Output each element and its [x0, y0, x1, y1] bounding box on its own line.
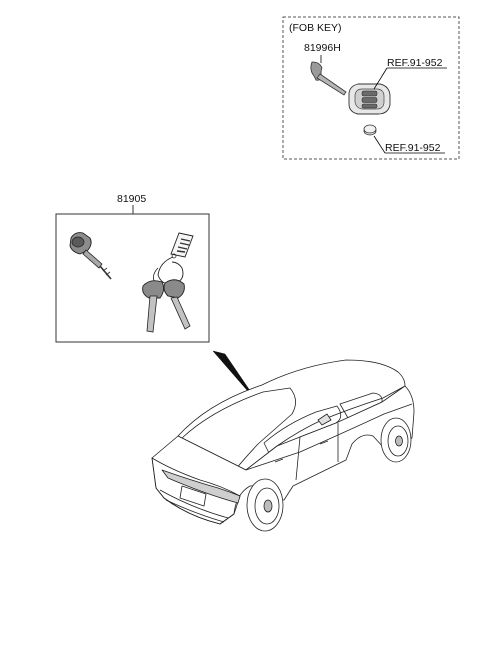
emergency-key-blade: [310, 61, 347, 96]
vehicle-illustration: [151, 359, 415, 532]
fob-ref-upper-leader: [373, 67, 388, 90]
fob-key-group: (FOB KEY) 81996H REF.91-952 REF.91-952: [282, 16, 460, 160]
smart-key-fob: [348, 83, 391, 115]
keys: [142, 279, 191, 333]
key-tag: [170, 232, 194, 259]
key-set-box-border: [55, 213, 210, 343]
coin-battery: [363, 124, 377, 136]
lock-cylinder: [69, 232, 112, 280]
key-set-group: 81905: [55, 193, 210, 343]
fob-key-box-border: [282, 16, 460, 160]
key-set-part-number[interactable]: 81905: [117, 193, 146, 205]
fob-ref-upper[interactable]: REF.91-952: [387, 57, 443, 69]
fob-key-title: (FOB KEY): [289, 22, 342, 34]
fob-ref-lower[interactable]: REF.91-952: [385, 142, 441, 154]
fob-blade-part-number[interactable]: 81996H: [304, 42, 341, 54]
fob-ref-lower-leader: [373, 135, 386, 154]
